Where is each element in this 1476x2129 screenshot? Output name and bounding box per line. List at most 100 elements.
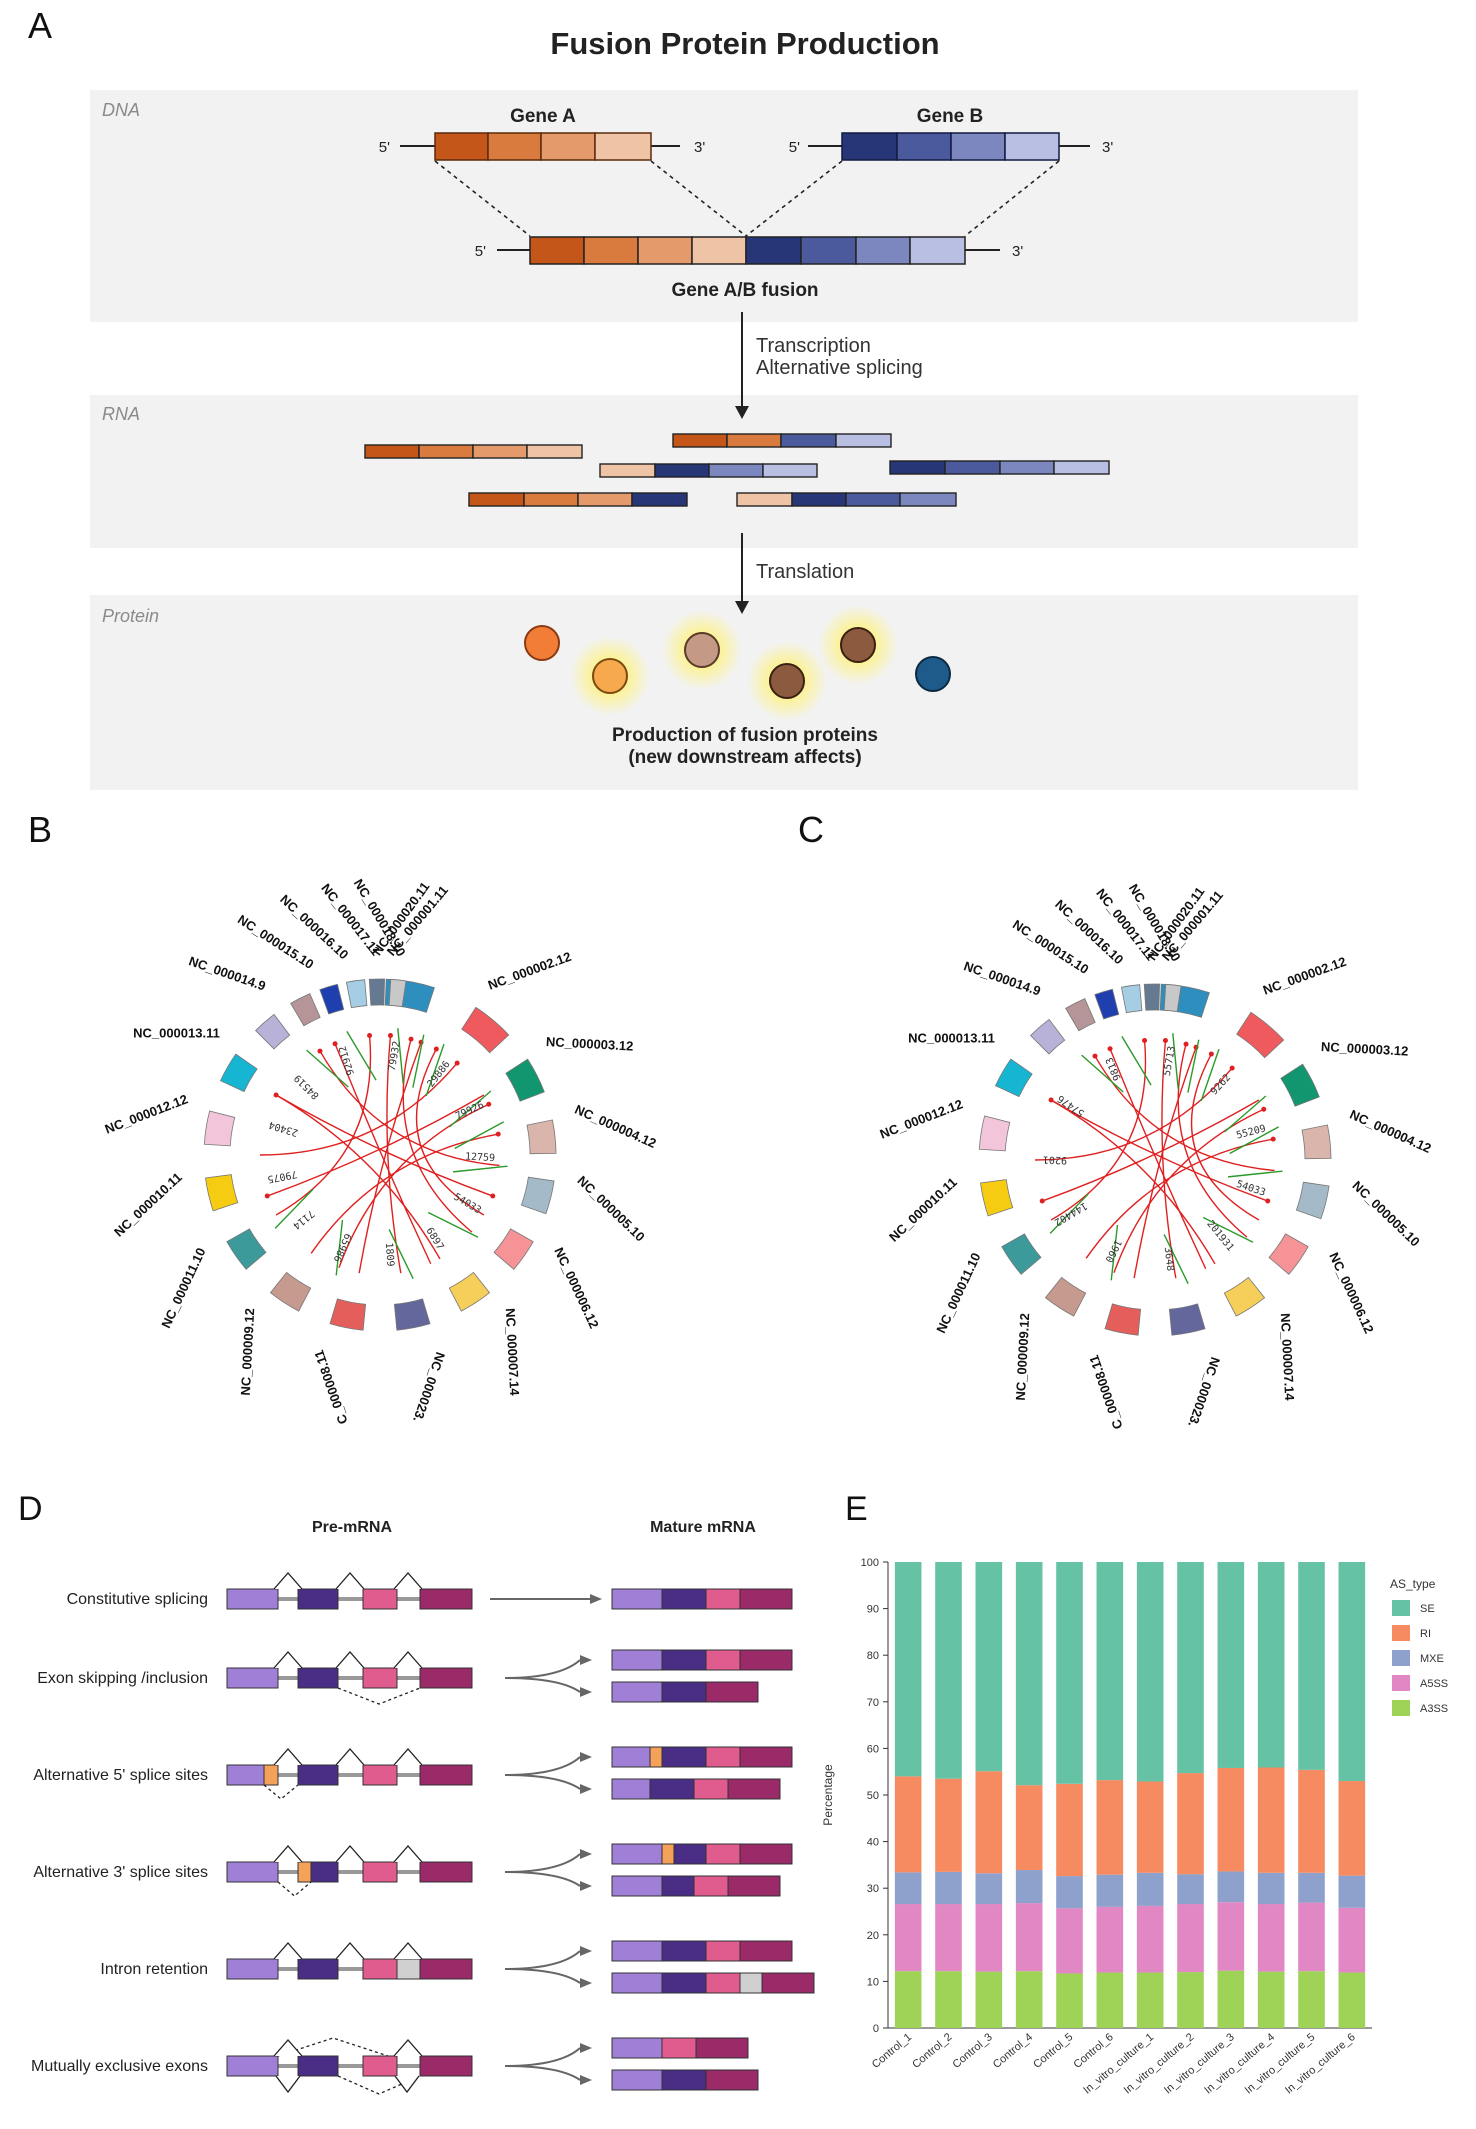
bar-segment-se (1177, 1562, 1204, 1774)
splice-junction (273, 1572, 303, 1590)
bar-segment-a3ss (1177, 1972, 1204, 2028)
bar-segment-se (1298, 1562, 1325, 1770)
gene-id-label: 1809 (383, 1242, 396, 1267)
exon (661, 1746, 707, 1768)
link-endpoint (332, 1041, 338, 1047)
translation-arrowhead-top (735, 601, 749, 614)
legend-label: A5SS (1420, 1678, 1448, 1690)
exon (362, 1588, 398, 1610)
splice-arrowhead (580, 1849, 592, 1859)
chromosome-segment (1301, 1124, 1332, 1160)
rna-transcript (672, 433, 892, 448)
bar-segment-se (894, 1562, 922, 1777)
splice-type-label: Alternative 5' splice sites (33, 1767, 208, 1784)
splice-junction (393, 1748, 423, 1766)
bar-segment-ri (1298, 1769, 1325, 1873)
bar-segment-mxe (1298, 1872, 1325, 1903)
panel-e-letter: E (845, 1490, 868, 1528)
legend-swatch (1392, 1625, 1410, 1641)
gene-a-3prime: 3' (694, 139, 705, 156)
bar-segment-se (1056, 1562, 1083, 1784)
chromosome-label: NC_000003.12 (546, 1034, 634, 1054)
chromosome-label: NC_000012.12 (878, 1096, 965, 1141)
chromosome-label: NC_000005.10 (574, 1173, 647, 1245)
protein-dot (840, 627, 876, 663)
fusion-link (358, 1042, 422, 1274)
gene-b-exon (841, 132, 898, 161)
fusion-link (275, 1094, 441, 1260)
exon (611, 1972, 663, 1994)
exon (297, 1667, 339, 1689)
chromosome-segment (1104, 1303, 1142, 1336)
splice-arrowhead (580, 1687, 592, 1697)
protein-dot (684, 632, 720, 668)
exon (226, 1667, 279, 1689)
gene-id-label: 201931 (1204, 1219, 1235, 1254)
chromosome-label: NC_000014.9 (187, 953, 268, 993)
exon (661, 2037, 697, 2059)
fusion-link (1113, 1108, 1265, 1273)
exon (226, 1958, 279, 1980)
intra-link (453, 1165, 508, 1173)
exon (362, 1764, 398, 1786)
intra-link (1229, 1126, 1279, 1155)
legend-label: A3SS (1420, 1703, 1448, 1715)
chromosome-segment (1143, 983, 1161, 1011)
chromosome-segment (1168, 1303, 1206, 1336)
link-endpoint (1183, 1041, 1189, 1047)
protein-caption-2: (new downstream affects) (628, 747, 861, 768)
alt-junction (337, 1687, 421, 1705)
transcription-arrowhead-top (735, 406, 749, 419)
exon (661, 1940, 707, 1962)
splice-junction (393, 2039, 423, 2057)
chromosome-segment (1001, 1233, 1042, 1275)
exon (297, 1861, 312, 1883)
panel-d-letter: D (18, 1490, 43, 1528)
bar-segment-mxe (1096, 1874, 1124, 1907)
chromosome-label: NC_000006.12 (1326, 1250, 1377, 1336)
exon (705, 1588, 741, 1610)
bar-segment-ri (894, 1776, 922, 1873)
y-tick-label: 10 (867, 1976, 879, 1988)
fusion-link (338, 1103, 490, 1268)
splice-junction (273, 2039, 303, 2057)
chromosome-label: NC_000023. (1185, 1355, 1223, 1429)
x-tick-label: In_vitro_culture_2 (1122, 2031, 1197, 2096)
exon (727, 1875, 781, 1897)
exon (362, 1958, 398, 1980)
intra-link (412, 1034, 425, 1088)
y-tick-label: 60 (867, 1743, 879, 1755)
fusion-link (259, 1062, 458, 1156)
gene-id-label: 79932 (387, 1040, 403, 1072)
splice-arrowhead (580, 1784, 592, 1794)
intra-link (1163, 1234, 1189, 1284)
intra-link (388, 1229, 414, 1279)
gene-id-label: 7114 (290, 1207, 316, 1231)
exon (611, 1588, 663, 1610)
fusion-exon (529, 236, 585, 265)
link-endpoint (1261, 1106, 1267, 1112)
splice-arrow (504, 1968, 581, 1984)
fusion-exons (529, 236, 966, 265)
rna-transcripts (364, 433, 1110, 507)
bar-segment-ri (1015, 1785, 1043, 1871)
gene-b-3prime: 3' (1102, 139, 1113, 156)
link-endpoint (1162, 1037, 1168, 1043)
bar-segment-se (1338, 1562, 1366, 1782)
x-tick-label: Control_2 (910, 2031, 954, 2071)
splice-arrow (504, 1677, 581, 1693)
bar-segment-mxe (1177, 1874, 1204, 1905)
bar-segment-mxe (935, 1871, 962, 1905)
exon (739, 1649, 793, 1671)
chromosome-segment (448, 1271, 491, 1312)
splice-arrow (504, 1774, 581, 1790)
fusion-proteins (524, 605, 951, 721)
chromosome-segment (393, 1298, 431, 1331)
circos-plot-b: NC_000001.11NC_000002.12NC_000003.12NC_0… (103, 876, 659, 1426)
exon (611, 1681, 663, 1703)
intra-link (1172, 1033, 1179, 1089)
gene-id-label: 55713 (1162, 1045, 1178, 1077)
bar-segment-a5ss (975, 1904, 1003, 1972)
intra-link (454, 1121, 504, 1150)
